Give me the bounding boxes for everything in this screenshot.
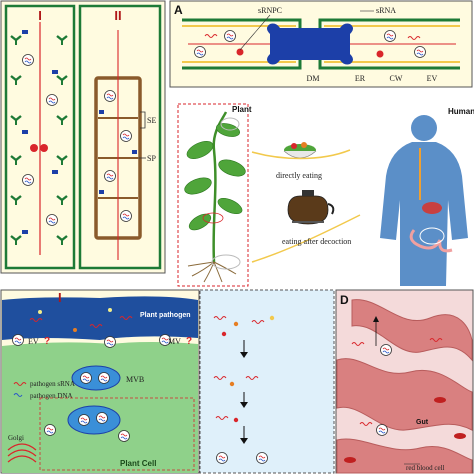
- bottom-left-roman: I: [58, 290, 62, 305]
- panel-bottom-left: I Plant pathogen EV ? MV ? MVB pathogen …: [0, 289, 200, 474]
- plant-stem: [212, 111, 228, 263]
- gut-label: Gut: [416, 419, 429, 426]
- se-label: SE: [147, 116, 156, 125]
- gut-tissue-middle: [336, 358, 473, 431]
- pathogen-srna-label: pathogen sRNA: [30, 380, 75, 388]
- gut-tissue-upper: [351, 299, 473, 362]
- section-ii: II SE SP: [78, 4, 162, 270]
- panel-bottom-middle: [199, 289, 335, 474]
- dm-label: DM: [307, 74, 320, 83]
- vesicles-section-i: [22, 54, 58, 226]
- panel-d: D Gut red blood cell: [335, 289, 474, 474]
- section-i-label: I: [38, 8, 42, 23]
- panel-plasmodesmata-sieve: I II SE SP: [0, 0, 166, 274]
- panel-d-letter: D: [340, 293, 349, 307]
- ev-label-bottom: EV: [28, 337, 39, 346]
- ev-question: ?: [44, 336, 50, 347]
- plant-label: Plant: [232, 105, 252, 114]
- gut-tissue-lower: [336, 438, 473, 474]
- arrow-direct-eating: [251, 149, 351, 160]
- sp-label: SP: [147, 154, 156, 163]
- srnpc-label: sRNPC: [258, 6, 282, 15]
- directly-eating-label: directly eating: [276, 171, 322, 180]
- plant-pathogen-region: [2, 296, 198, 340]
- cw-label: CW: [390, 74, 403, 83]
- mv-question: ?: [186, 336, 192, 347]
- plant-roots: [187, 261, 237, 283]
- arrow-decoction: [251, 214, 361, 263]
- section-i: I: [4, 4, 76, 270]
- mv-label: MV: [168, 337, 181, 346]
- human-label: Human: [448, 107, 474, 116]
- er-label: ER: [355, 74, 366, 83]
- human-silhouette: [380, 115, 468, 286]
- salad-bowl-icon: [283, 142, 317, 159]
- panel-center: Plant directly eating: [177, 103, 474, 287]
- panel-a-letter: A: [174, 3, 183, 17]
- decoction-label: eating after decoction: [282, 237, 351, 246]
- plant-cell-label: Plant Cell: [120, 459, 156, 468]
- mvb-label: MVB: [126, 375, 144, 384]
- plant-dashed-box: [177, 103, 249, 287]
- mvb: [71, 365, 121, 391]
- ev-vesicle: [194, 46, 206, 58]
- cell-wall-upper: [182, 18, 460, 30]
- ev-label: EV: [427, 74, 438, 83]
- golgi-label: Golgi: [8, 434, 24, 442]
- cell-wall-lower: [182, 58, 460, 70]
- plant-pathogen-label: Plant pathogen: [140, 312, 191, 319]
- red-blood-cell-label: red blood cell: [406, 464, 445, 472]
- srna-label: sRNA: [376, 6, 396, 15]
- teapot-icon: [287, 190, 335, 225]
- er-desmotubule: [267, 23, 353, 65]
- golgi: [7, 443, 37, 463]
- pathogen-dna-label: pathogen DNA: [30, 392, 73, 400]
- section-ii-label: II: [114, 8, 121, 23]
- er-marks-section-i: [22, 30, 58, 234]
- panel-a: A sRNPC sRNA DM ER CW EV: [169, 0, 473, 88]
